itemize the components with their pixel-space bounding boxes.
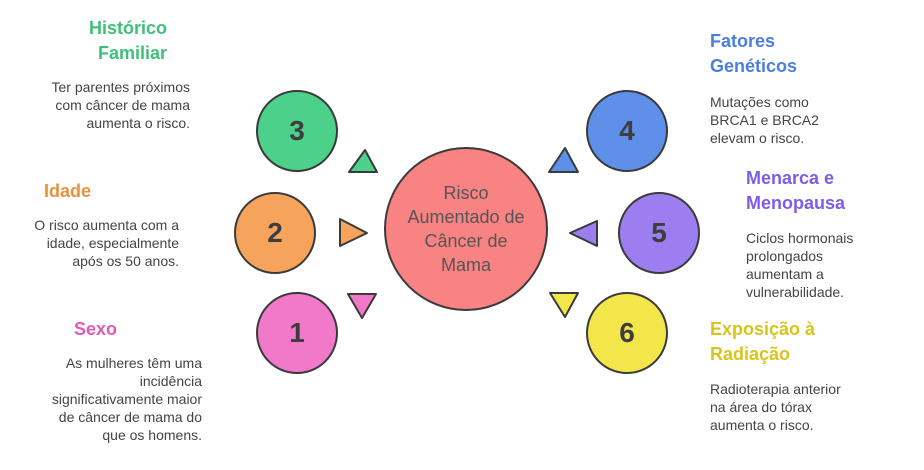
factor-title-3: Histórico Familiar — [88, 18, 167, 63]
factor-circle-6: 6 — [586, 292, 668, 374]
arrow-2 — [339, 218, 368, 247]
factor-desc-3: Ter parentes próximos com câncer de mama… — [51, 79, 190, 131]
factor-title-2: Idade — [44, 181, 92, 201]
factor-circle-2: 2 — [234, 192, 316, 274]
arrow-5 — [569, 220, 598, 247]
center-label: Risco Aumentado de Câncer de Mama — [407, 183, 525, 275]
factor-circle-3: 3 — [256, 90, 338, 172]
factor-number-1: 1 — [289, 317, 305, 348]
factor-number-4: 4 — [619, 115, 635, 146]
factor-circle-4: 4 — [586, 90, 668, 172]
factor-title-5: Menarca e Menopausa — [746, 168, 846, 213]
factor-title-6: Exposição à Radiação — [710, 319, 816, 364]
factor-desc-4: Mutações como BRCA1 e BRCA2 elevam o ris… — [710, 94, 819, 146]
factor-number-3: 3 — [289, 115, 305, 146]
factor-title-4: Fatores Genéticos — [710, 31, 798, 76]
factor-desc-2: O risco aumenta com a idade, especialmen… — [34, 217, 179, 269]
factor-title-1: Sexo — [74, 319, 118, 339]
arrow-6 — [549, 292, 579, 318]
arrow-4 — [548, 147, 579, 173]
factor-number-5: 5 — [651, 217, 667, 248]
factor-desc-5: Ciclos hormonais prolongados aumentam a … — [746, 230, 854, 300]
arrow-1 — [347, 293, 377, 319]
center-circle: Risco Aumentado de Câncer de Mama — [384, 147, 548, 311]
factor-circle-1: 1 — [256, 292, 338, 374]
arrow-3 — [348, 149, 378, 173]
factor-number-2: 2 — [267, 217, 283, 248]
factor-desc-6: Radioterapia anterior na área do tórax a… — [710, 381, 841, 433]
factor-number-6: 6 — [619, 317, 635, 348]
factor-circle-5: 5 — [618, 192, 700, 274]
factor-desc-1: As mulheres têm uma incidência significa… — [51, 355, 202, 443]
